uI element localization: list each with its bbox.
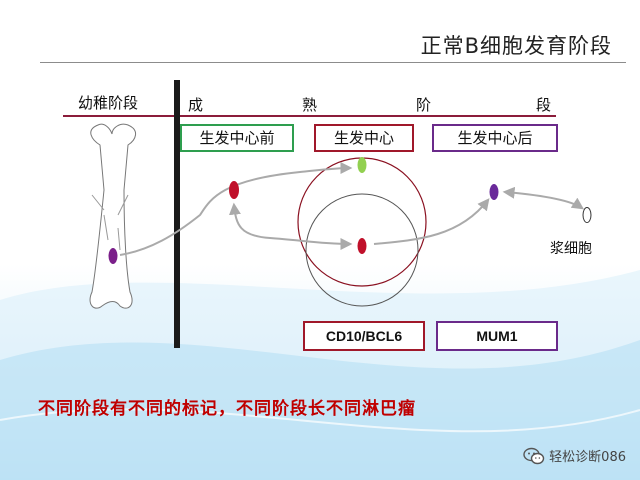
gc-box: 生发中心 [314,124,414,152]
naive-to-pregc-arrow [119,162,353,256]
page-title: 正常B细胞发育阶段 [420,34,612,58]
germinal-center-lower-circle [305,193,419,307]
mature-stage-char-2: 熟 [302,96,318,114]
footnote-text: 不同阶段有不同的标记，不同阶段长不同淋巴瘤 [38,399,416,419]
bone-shape [89,123,136,309]
gc-top-b-cell [357,157,367,173]
wechat-icon [523,447,545,464]
immature-stage-label: 幼稚阶段 [78,94,139,112]
mature-stage-char-1: 成 [188,96,204,114]
gc-marker-box: CD10/BCL6 [303,321,425,351]
pre-gc-box: 生发中心前 [180,124,294,152]
postgc-to-plasma-arrow [502,186,584,210]
gc-center-b-cell [357,238,367,254]
title-divider [40,62,626,63]
germinal-center-upper-circle [297,157,427,287]
pregc-to-gc-arrow [228,202,353,250]
post-gc-marker-box: MUM1 [436,321,558,351]
naive-b-cell [108,248,118,264]
plasma-cell [582,207,592,223]
watermark-text: 轻松诊断086 [549,450,626,465]
gc-to-postgc-arrow [373,198,490,245]
post-gc-b-cell [489,184,499,200]
mature-stage-char-3: 阶 [416,96,432,114]
stage-divider-bar [174,80,180,348]
post-gc-box: 生发中心后 [432,124,558,152]
plasma-cell-label: 浆细胞 [550,241,592,257]
mature-stage-char-4: 段 [536,96,552,114]
pre-gc-b-cell [229,181,239,199]
watermark: 轻松诊断086 [523,446,626,465]
